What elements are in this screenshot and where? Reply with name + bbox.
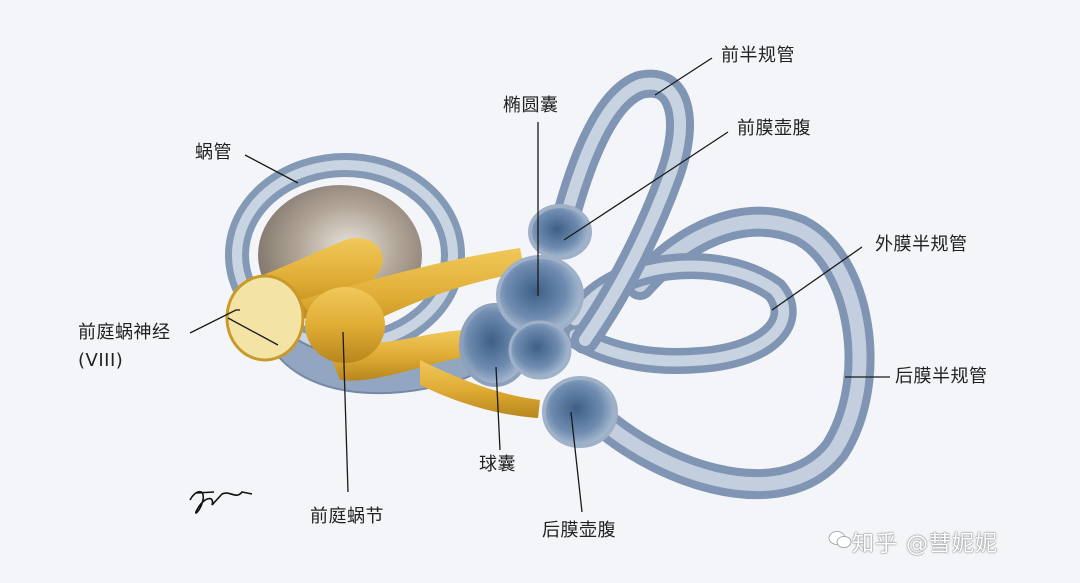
leader-anterior-semicircular-duct	[654, 57, 713, 96]
label-vestibulocochlear-ganglion: 前庭蜗节	[310, 506, 384, 527]
vestibulocochlear-ganglion	[305, 287, 385, 363]
label-saccule: 球囊	[479, 454, 516, 475]
label-posterior-ampulla: 后膜壶腹	[542, 520, 616, 541]
label-utricle: 椭圆囊	[503, 95, 559, 116]
leader-lines	[189, 57, 890, 513]
leader-posterior-ampulla	[570, 411, 583, 513]
leader-lateral-semicircular-duct	[771, 246, 863, 311]
artist-signature	[189, 490, 253, 514]
leader-ganglion	[342, 331, 349, 493]
label-anterior-semicircular-duct: 前半规管	[721, 45, 795, 66]
lateral-semicircular-duct	[562, 253, 797, 374]
label-vestibulocochlear-nerve: 前庭蜗神经	[78, 322, 171, 343]
label-lateral-semicircular-duct: 外膜半规管	[875, 234, 968, 255]
wechat-logo-icon	[828, 531, 852, 548]
watermark-text: 知乎 @彗妮妮	[852, 532, 998, 557]
label-posterior-semicircular-duct: 后膜半规管	[895, 366, 988, 387]
label-cochlear-duct: 蜗管	[195, 142, 232, 163]
posterior-semicircular-duct	[575, 206, 875, 500]
label-anterior-ampulla: 前膜壶腹	[737, 118, 811, 139]
vestibular-sacs	[459, 204, 618, 448]
leader-anterior-ampulla	[563, 131, 729, 241]
leader-cochlear-duct	[244, 154, 299, 184]
leader-saccule	[495, 366, 501, 451]
leader-nerve-1	[189, 309, 237, 334]
vestibulocochlear-nerve	[225, 238, 540, 418]
label-vestibulocochlear-nerve-roman: (VIII)	[78, 350, 124, 371]
anterior-semicircular-duct	[546, 69, 694, 354]
leader-nerve-2	[227, 317, 279, 346]
